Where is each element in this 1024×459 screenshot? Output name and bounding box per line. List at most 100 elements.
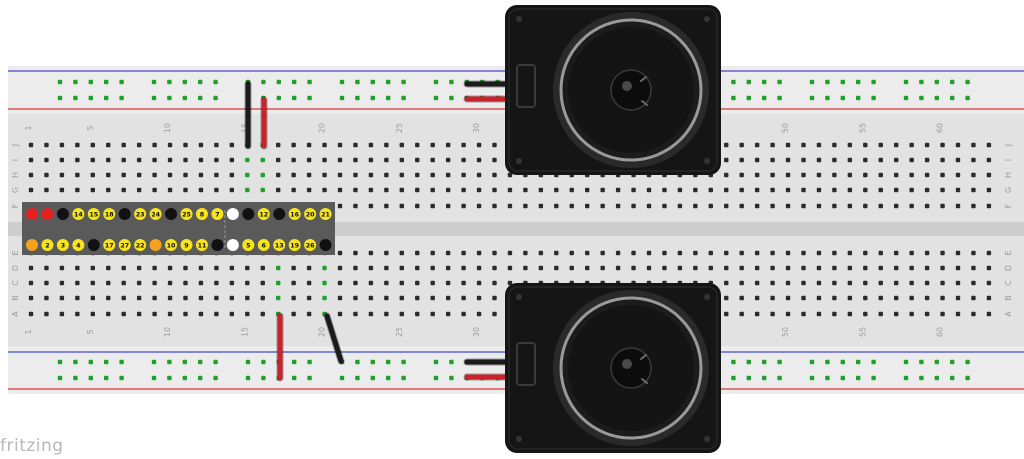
hole bbox=[847, 157, 853, 163]
hole bbox=[28, 187, 34, 193]
rail-hole bbox=[370, 95, 375, 101]
rail-hole bbox=[198, 375, 203, 381]
hole bbox=[816, 157, 822, 163]
rail-hole bbox=[762, 375, 767, 381]
hole bbox=[214, 142, 219, 148]
rail-hole bbox=[950, 375, 955, 381]
hole bbox=[924, 295, 930, 301]
hole bbox=[59, 265, 65, 271]
rail-hole bbox=[167, 79, 172, 85]
gpio-pin bbox=[304, 239, 317, 251]
hole bbox=[183, 157, 188, 163]
hole bbox=[136, 311, 142, 317]
hole bbox=[677, 203, 683, 209]
rail-hole bbox=[261, 79, 266, 85]
hole bbox=[878, 172, 883, 178]
gpio-header-body bbox=[22, 202, 335, 255]
row-label: C bbox=[1004, 280, 1013, 286]
hole bbox=[724, 142, 729, 148]
rail-hole bbox=[903, 375, 909, 381]
speaker-highlight bbox=[622, 81, 632, 91]
hole bbox=[476, 203, 482, 209]
rail-hole bbox=[919, 95, 924, 101]
hole bbox=[291, 172, 296, 178]
hole bbox=[430, 172, 435, 178]
hole bbox=[801, 157, 806, 163]
hole bbox=[229, 157, 235, 163]
rail-hole bbox=[104, 375, 109, 381]
hole bbox=[430, 187, 435, 193]
speaker-screw bbox=[516, 436, 522, 442]
hole bbox=[554, 250, 559, 256]
fritzing-watermark: fritzing bbox=[0, 436, 64, 456]
hole bbox=[754, 157, 760, 163]
hole bbox=[306, 265, 312, 271]
hole bbox=[75, 311, 80, 317]
hole bbox=[276, 142, 281, 148]
hole bbox=[306, 157, 312, 163]
hole bbox=[106, 157, 111, 163]
hole bbox=[785, 142, 791, 148]
rail-hole bbox=[151, 79, 157, 85]
hole bbox=[121, 187, 126, 193]
hole bbox=[600, 187, 605, 193]
hole bbox=[816, 295, 822, 301]
rail-hole bbox=[965, 375, 970, 381]
hole bbox=[909, 172, 914, 178]
hole bbox=[136, 187, 142, 193]
hole bbox=[986, 311, 992, 317]
rail-hole bbox=[57, 375, 63, 381]
rail-hole bbox=[433, 95, 439, 101]
hole bbox=[415, 280, 420, 286]
hole bbox=[785, 280, 791, 286]
hole bbox=[337, 250, 343, 256]
hole bbox=[940, 157, 945, 163]
hole bbox=[337, 157, 343, 163]
hole bbox=[677, 250, 683, 256]
gpio-pin-label: 23 bbox=[136, 211, 145, 218]
hole bbox=[476, 157, 482, 163]
hole bbox=[585, 250, 590, 256]
rail-hole bbox=[746, 375, 751, 381]
hole bbox=[75, 172, 80, 178]
hole bbox=[368, 187, 374, 193]
rail-hole bbox=[825, 359, 830, 365]
row-label: H bbox=[1004, 172, 1013, 178]
hole bbox=[306, 172, 312, 178]
hole bbox=[430, 295, 435, 301]
gpio-pin bbox=[87, 208, 100, 220]
gpio-pin bbox=[56, 208, 69, 220]
rail-hole bbox=[449, 95, 454, 101]
rail-hole bbox=[213, 79, 218, 85]
hole bbox=[106, 172, 111, 178]
rail-hole bbox=[57, 95, 63, 101]
hole bbox=[291, 311, 296, 317]
hole bbox=[816, 265, 822, 271]
gpio-pin bbox=[211, 239, 224, 251]
column-label: 60 bbox=[936, 327, 945, 337]
hole bbox=[754, 250, 760, 256]
hole bbox=[28, 280, 34, 286]
hole bbox=[152, 280, 157, 286]
hole bbox=[863, 265, 868, 271]
hole bbox=[986, 265, 992, 271]
hole bbox=[399, 142, 404, 148]
hole bbox=[337, 311, 343, 317]
hole bbox=[183, 172, 188, 178]
rail-hole bbox=[919, 375, 924, 381]
hole bbox=[276, 172, 281, 178]
rail-hole bbox=[245, 359, 251, 365]
hole bbox=[832, 203, 837, 209]
hole bbox=[631, 187, 636, 193]
hole bbox=[801, 265, 806, 271]
hole bbox=[121, 311, 126, 317]
hole bbox=[461, 280, 466, 286]
rail-hole bbox=[370, 359, 375, 365]
gpio-pin bbox=[165, 239, 178, 251]
speaker-terminal-slot bbox=[516, 64, 536, 108]
gpio-pin bbox=[41, 239, 54, 251]
hole bbox=[847, 280, 853, 286]
hole bbox=[415, 265, 420, 271]
hole bbox=[183, 142, 188, 148]
hole bbox=[183, 280, 188, 286]
